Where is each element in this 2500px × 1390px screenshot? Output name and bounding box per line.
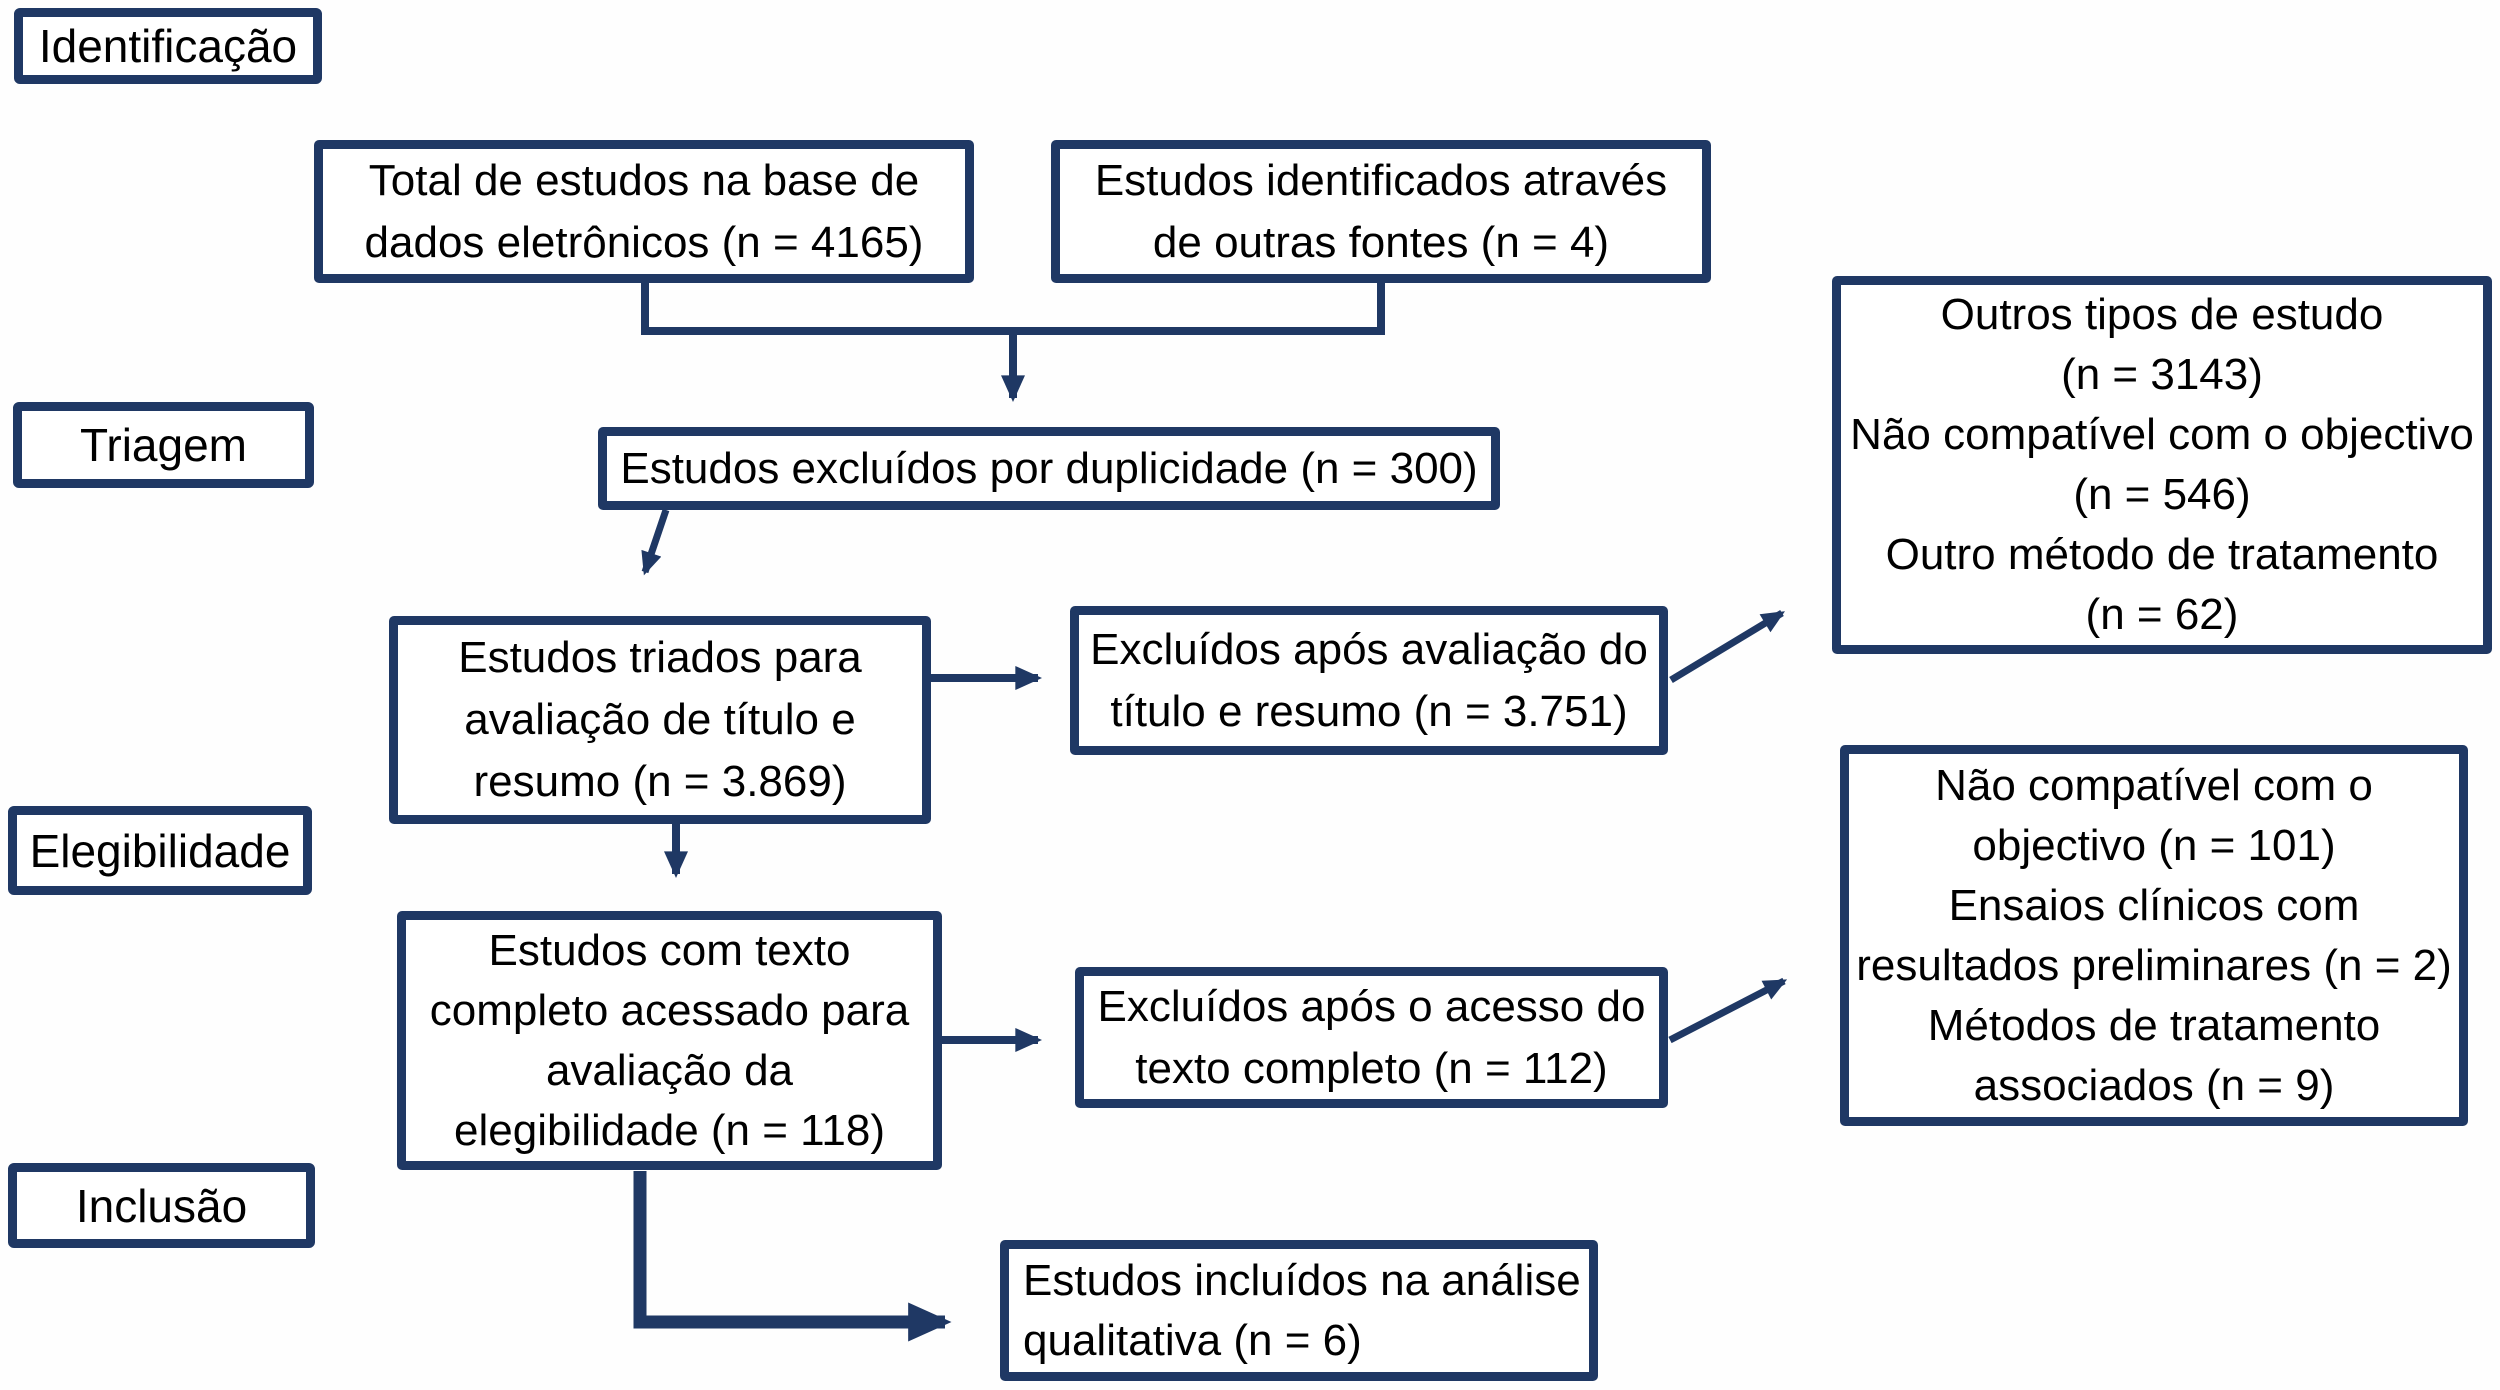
arrow-excluded-to-reasons-2 [1668, 977, 1788, 1044]
box-other-sources: Estudos identificados através de outras … [1051, 140, 1711, 283]
stage-label-inclusion: Inclusão [8, 1163, 315, 1248]
arrow-fulltext-to-included [633, 1171, 952, 1342]
box-excluded-fulltext: Excluídos após o acesso do texto complet… [1075, 967, 1668, 1108]
arrow-duplicates-to-screened [641, 508, 670, 576]
box-exclusion-reasons-title-abstract: Outros tipos de estudo (n = 3143) Não co… [1832, 276, 2492, 654]
box-fulltext-assessed: Estudos com texto completo acessado para… [397, 911, 942, 1170]
stage-label-eligibility: Elegibilidade [8, 806, 312, 895]
box-screened-title-abstract: Estudos triados para avaliação de título… [389, 616, 931, 824]
stage-label-identification: Identificação [14, 8, 322, 84]
stage-label-screening: Triagem [13, 402, 314, 488]
box-included-qualitative: Estudos incluídos na análise qualitativa… [1000, 1240, 1598, 1381]
box-exclusion-reasons-fulltext: Não compatível com o objectivo (n = 101)… [1840, 745, 2468, 1126]
box-excluded-title-abstract: Excluídos após avaliação do título e res… [1070, 606, 1668, 755]
arrow-excluded-to-reasons-1 [1669, 610, 1785, 683]
box-database-studies: Total de estudos na base de dados eletrô… [314, 140, 974, 283]
box-duplicates-excluded: Estudos excluídos por duplicidade (n = 3… [598, 427, 1500, 510]
